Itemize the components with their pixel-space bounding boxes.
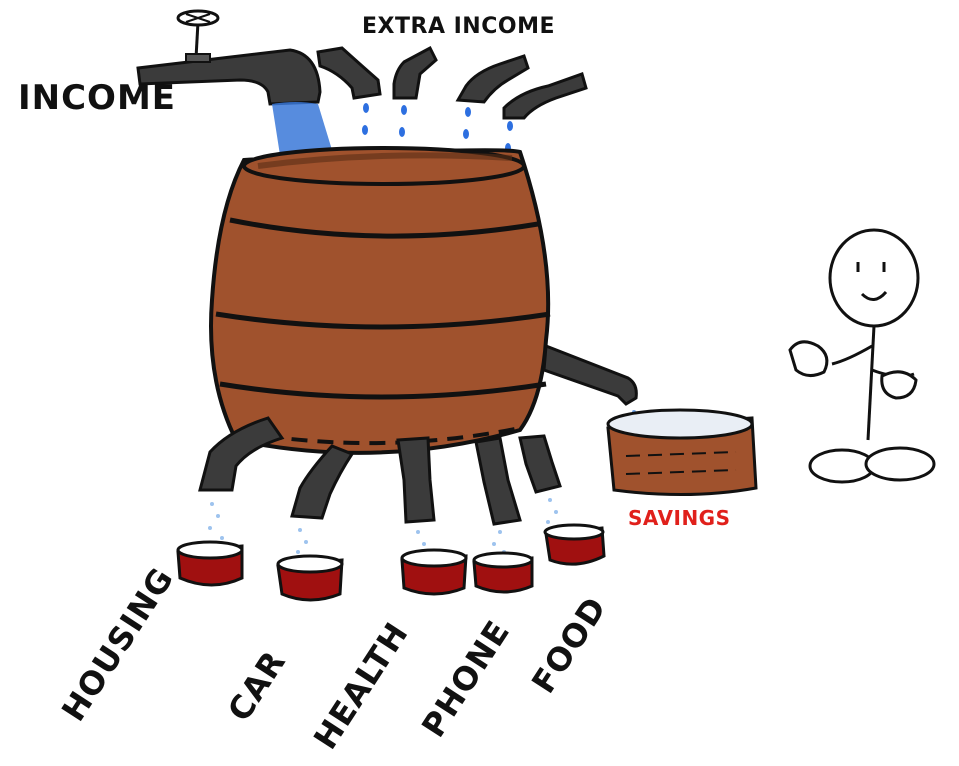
expense-buckets <box>176 523 606 602</box>
stick-figure <box>788 228 936 484</box>
expense-drops <box>208 498 558 556</box>
income-tap <box>136 9 322 106</box>
expense-bucket-health <box>400 548 468 596</box>
barrel <box>209 146 551 455</box>
expense-bucket-phone <box>472 551 534 594</box>
expense-bucket-car <box>276 554 344 602</box>
savings-label: SAVINGS <box>628 506 731 530</box>
expense-bucket-food <box>543 523 606 566</box>
income-label: INCOME <box>18 78 177 118</box>
expense-bucket-housing <box>176 540 244 587</box>
savings-bucket <box>606 408 758 497</box>
extra-income-pipes <box>316 45 588 120</box>
savings-pipe <box>542 343 638 406</box>
expense-pipes <box>198 416 562 526</box>
extra-income-label: EXTRA INCOME <box>362 14 555 39</box>
